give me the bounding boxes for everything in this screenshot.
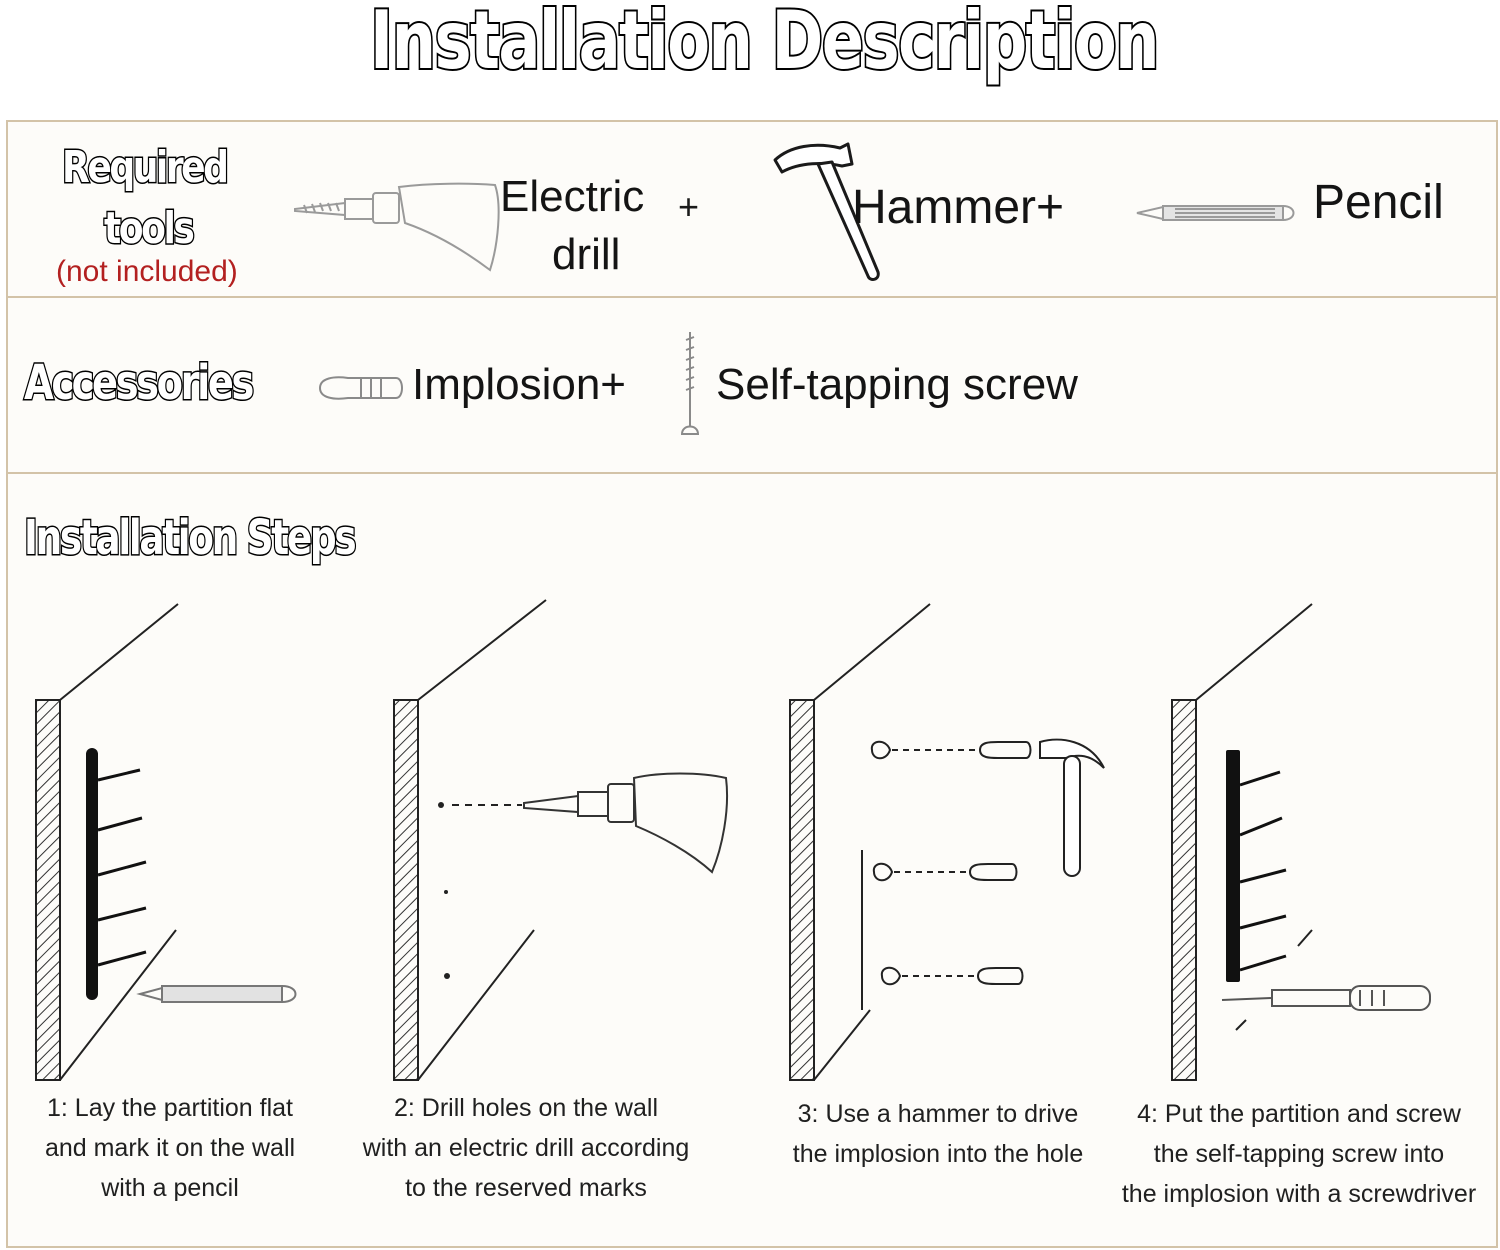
accessories-heading: Accessories: [23, 354, 256, 413]
step3-caption: 3: Use a hammer to drive the implosion i…: [770, 1094, 1106, 1174]
accessories-panel: [6, 296, 1498, 474]
steps-illustration: [35, 599, 1431, 1081]
pencil-label: Pencil: [1313, 176, 1444, 229]
implosion-anchor-icon: [318, 376, 403, 400]
step1-caption: 1: Lay the partition flat and mark it on…: [10, 1088, 330, 1208]
steps-panel: [6, 472, 1498, 1248]
tools-heading-line2: tools: [103, 202, 196, 256]
step4-figure: [1171, 603, 1431, 1081]
step2-figure: [393, 599, 729, 1081]
screw-label: Self-tapping screw: [716, 360, 1078, 409]
step3-caption-line1: 3: Use a hammer to drive: [797, 1100, 1079, 1128]
tools-heading-line1: Required: [61, 141, 230, 195]
self-tapping-screw-icon: [680, 332, 700, 435]
step4-caption-line1: 4: Put the partition and screw: [1137, 1100, 1461, 1128]
page-title: Installation Description: [368, 0, 1161, 89]
step1-figure: [35, 603, 297, 1081]
not-included-note: (not included): [56, 255, 238, 288]
implosion-label: Implosion+: [412, 360, 627, 409]
step4-caption-line2: the self-tapping screw into: [1153, 1140, 1445, 1168]
drill-plus: +: [678, 186, 700, 227]
step2-caption-line3: to the reserved marks: [405, 1174, 647, 1202]
step1-caption-line1: 1: Lay the partition flat: [47, 1094, 293, 1122]
step3-caption-line2: the implosion into the hole: [792, 1140, 1084, 1168]
drill-label-line2: drill: [552, 230, 621, 279]
step3-figure: [789, 603, 1105, 1081]
step2-caption-line2: with an electric drill according: [362, 1134, 690, 1162]
step2-caption: 2: Drill holes on the wall with an elect…: [340, 1088, 712, 1208]
hammer-icon: [773, 142, 880, 281]
electric-drill-icon: [294, 182, 500, 272]
step4-caption: 4: Put the partition and screw the self-…: [1104, 1094, 1494, 1214]
step1-caption-line3: with a pencil: [101, 1174, 239, 1202]
drill-label-line1: Electric: [500, 172, 645, 221]
step4-caption-line3: the implosion with a screwdriver: [1121, 1180, 1477, 1208]
pencil-icon: [1136, 205, 1295, 221]
steps-heading: Installation Steps: [23, 509, 358, 568]
step1-caption-line2: and mark it on the wall: [44, 1134, 296, 1162]
step2-caption-line1: 2: Drill holes on the wall: [393, 1094, 658, 1122]
hammer-label: Hammer+: [852, 181, 1065, 234]
